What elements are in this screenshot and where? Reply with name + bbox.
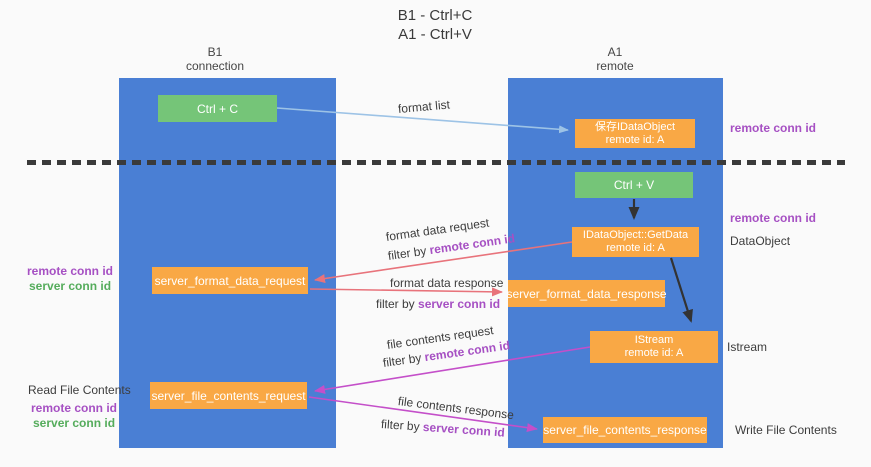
node-ctrl-v: Ctrl + V [575, 172, 693, 198]
node-server-format-data-response: server_format_data_response [506, 280, 667, 307]
file-response-filter-prefix: filter by [380, 417, 424, 434]
label-format-list: format list [397, 97, 451, 116]
label-dataobject: DataObject [730, 234, 791, 248]
label-file-response-filter: filter by server conn id [381, 417, 506, 440]
node-idataobject-getdata: IDataObject::GetData remote id: A [572, 227, 699, 257]
dashed-separator-line [27, 160, 845, 165]
node-server-file-contents-response-label: server_file_contents_response [543, 423, 707, 437]
right-column-subtitle: remote [596, 59, 634, 73]
node-server-format-data-request-label: server_format_data_request [154, 273, 306, 288]
node-save-idataobject-line2: remote id: A [605, 133, 665, 146]
left-column-title: B1 [207, 45, 223, 59]
node-idataobject-getdata-line1: IDataObject::GetData [582, 229, 689, 241]
label-write-file-contents: Write File Contents [735, 423, 837, 437]
node-save-idataobject-line1: 保存IDataObject [594, 120, 676, 133]
label-remote-conn-id-top-right: remote conn id [730, 121, 817, 135]
title-line-2: A1 - Ctrl+V [398, 26, 472, 43]
format-response-filter-prefix: filter by [376, 297, 419, 311]
node-ctrl-c: Ctrl + C [158, 95, 277, 122]
right-column-title: A1 [607, 45, 623, 59]
label-format-response-filter: filter by server conn id [376, 297, 500, 311]
label-file-contents-response: file contents response [397, 394, 515, 423]
node-server-file-contents-response: server_file_contents_response [543, 417, 707, 443]
node-save-idataobject: 保存IDataObject remote id: A [575, 119, 695, 148]
node-idataobject-getdata-line2: remote id: A [606, 242, 665, 254]
label-istream: Istream [727, 340, 768, 354]
title-line-1: B1 - Ctrl+C [397, 7, 473, 24]
left-column-subtitle: connection [185, 59, 245, 73]
format-request-filter-prefix: filter by [387, 243, 431, 263]
label-remote-conn-id-bottom-left: remote conn id [31, 401, 118, 415]
node-ctrl-v-label: Ctrl + V [613, 178, 655, 192]
node-server-file-contents-request: server_file_contents_request [150, 382, 307, 409]
file-response-filter-key: server conn id [422, 419, 506, 440]
node-server-format-data-response-label: server_format_data_response [506, 286, 667, 301]
node-istream-line1: IStream [634, 334, 674, 346]
label-format-data-response: format data response [390, 276, 504, 290]
file-request-filter-prefix: filter by [382, 350, 426, 370]
node-server-file-contents-request-label: server_file_contents_request [151, 388, 306, 403]
node-istream-line2: remote id: A [624, 347, 684, 359]
left-column-header: B1 connection [155, 45, 275, 73]
label-remote-conn-id-mid-right: remote conn id [730, 211, 817, 225]
node-ctrl-c-label: Ctrl + C [196, 101, 238, 116]
node-server-format-data-request: server_format_data_request [152, 267, 308, 294]
format-response-filter-key: server conn id [418, 297, 501, 311]
right-column-header: A1 remote [555, 45, 675, 73]
diagram-title: B1 - Ctrl+C A1 - Ctrl+V [300, 6, 570, 44]
label-read-file-contents: Read File Contents [28, 383, 131, 397]
label-server-conn-id-bottom-left: server conn id [33, 416, 116, 430]
label-server-conn-id-top-left: server conn id [29, 279, 112, 293]
node-istream: IStream remote id: A [590, 331, 718, 363]
label-remote-conn-id-top-left: remote conn id [27, 264, 114, 278]
